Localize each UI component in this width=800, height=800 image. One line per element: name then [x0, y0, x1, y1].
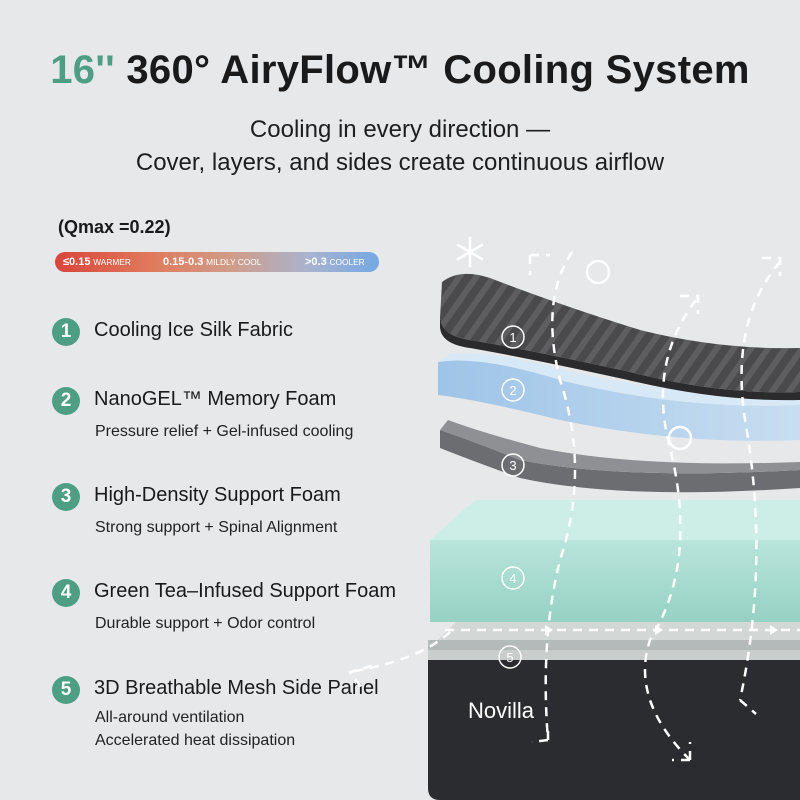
subtitle-line-1: Cooling in every direction —	[249, 116, 551, 143]
page-title: 16'' 360° AiryFlow™ Cooling System	[0, 48, 800, 93]
scale-mild: 0.15-0.3 MILDLY COOL	[163, 256, 262, 268]
feature-number-badge: 5	[52, 676, 80, 704]
layer-label-1: 1	[509, 330, 516, 345]
layer-label-5: 5	[506, 650, 513, 665]
feature-desc: Strong support + Spinal Alignment	[95, 519, 338, 536]
layer-3-support-foam	[440, 420, 800, 493]
feature-title: NanoGEL™ Memory Foam	[94, 388, 337, 410]
flow-chevrons	[545, 625, 778, 635]
scale-cool: >0.3 COOLER	[305, 256, 365, 268]
feature-number-badge: 1	[52, 318, 80, 346]
layer-label-4: 4	[509, 571, 516, 586]
feature-number-badge: 3	[52, 483, 80, 511]
layer-label-3: 3	[509, 458, 516, 473]
qmax-label: (Qmax =0.22)	[58, 217, 171, 237]
airflow-arrows	[347, 251, 800, 762]
layer-5-mesh-base	[428, 620, 800, 800]
cooling-scale-bar: ≤0.15 WARMER 0.15-0.3 MILDLY COOL >0.3 C…	[55, 252, 379, 272]
feature-desc: Pressure relief + Gel-infused cooling	[95, 423, 354, 440]
feature-desc: Durable support + Odor control	[95, 615, 316, 632]
layer-2-gel-foam	[438, 353, 800, 441]
feature-desc: All-around ventilation	[95, 709, 245, 726]
layer-label-circles	[498, 325, 525, 669]
title-main: 360° AiryFlow™ Cooling System	[126, 48, 750, 92]
brand-logo: Novilla	[468, 698, 535, 723]
layer-label-2: 2	[509, 383, 516, 398]
feature-number-badge: 2	[52, 387, 80, 415]
feature-title: High-Density Support Foam	[94, 484, 341, 506]
feature-number-badge: 4	[52, 579, 80, 607]
layer-1-ice-silk	[440, 273, 800, 401]
feature-desc: Accelerated heat dissipation	[95, 732, 296, 749]
snowflake-icon	[456, 236, 484, 268]
feature-title: 3D Breathable Mesh Side Panel	[94, 677, 379, 699]
feature-title: Cooling Ice Silk Fabric	[94, 319, 293, 341]
scale-warm: ≤0.15 WARMER	[63, 256, 131, 268]
feature-title: Green Tea–Infused Support Foam	[94, 580, 397, 602]
layer-4-green-tea-foam	[430, 500, 800, 622]
clockwise-arrow-icon	[585, 259, 693, 451]
title-size: 16''	[50, 48, 115, 92]
subtitle-line-2: Cover, layers, and sides create continuo…	[135, 149, 665, 176]
